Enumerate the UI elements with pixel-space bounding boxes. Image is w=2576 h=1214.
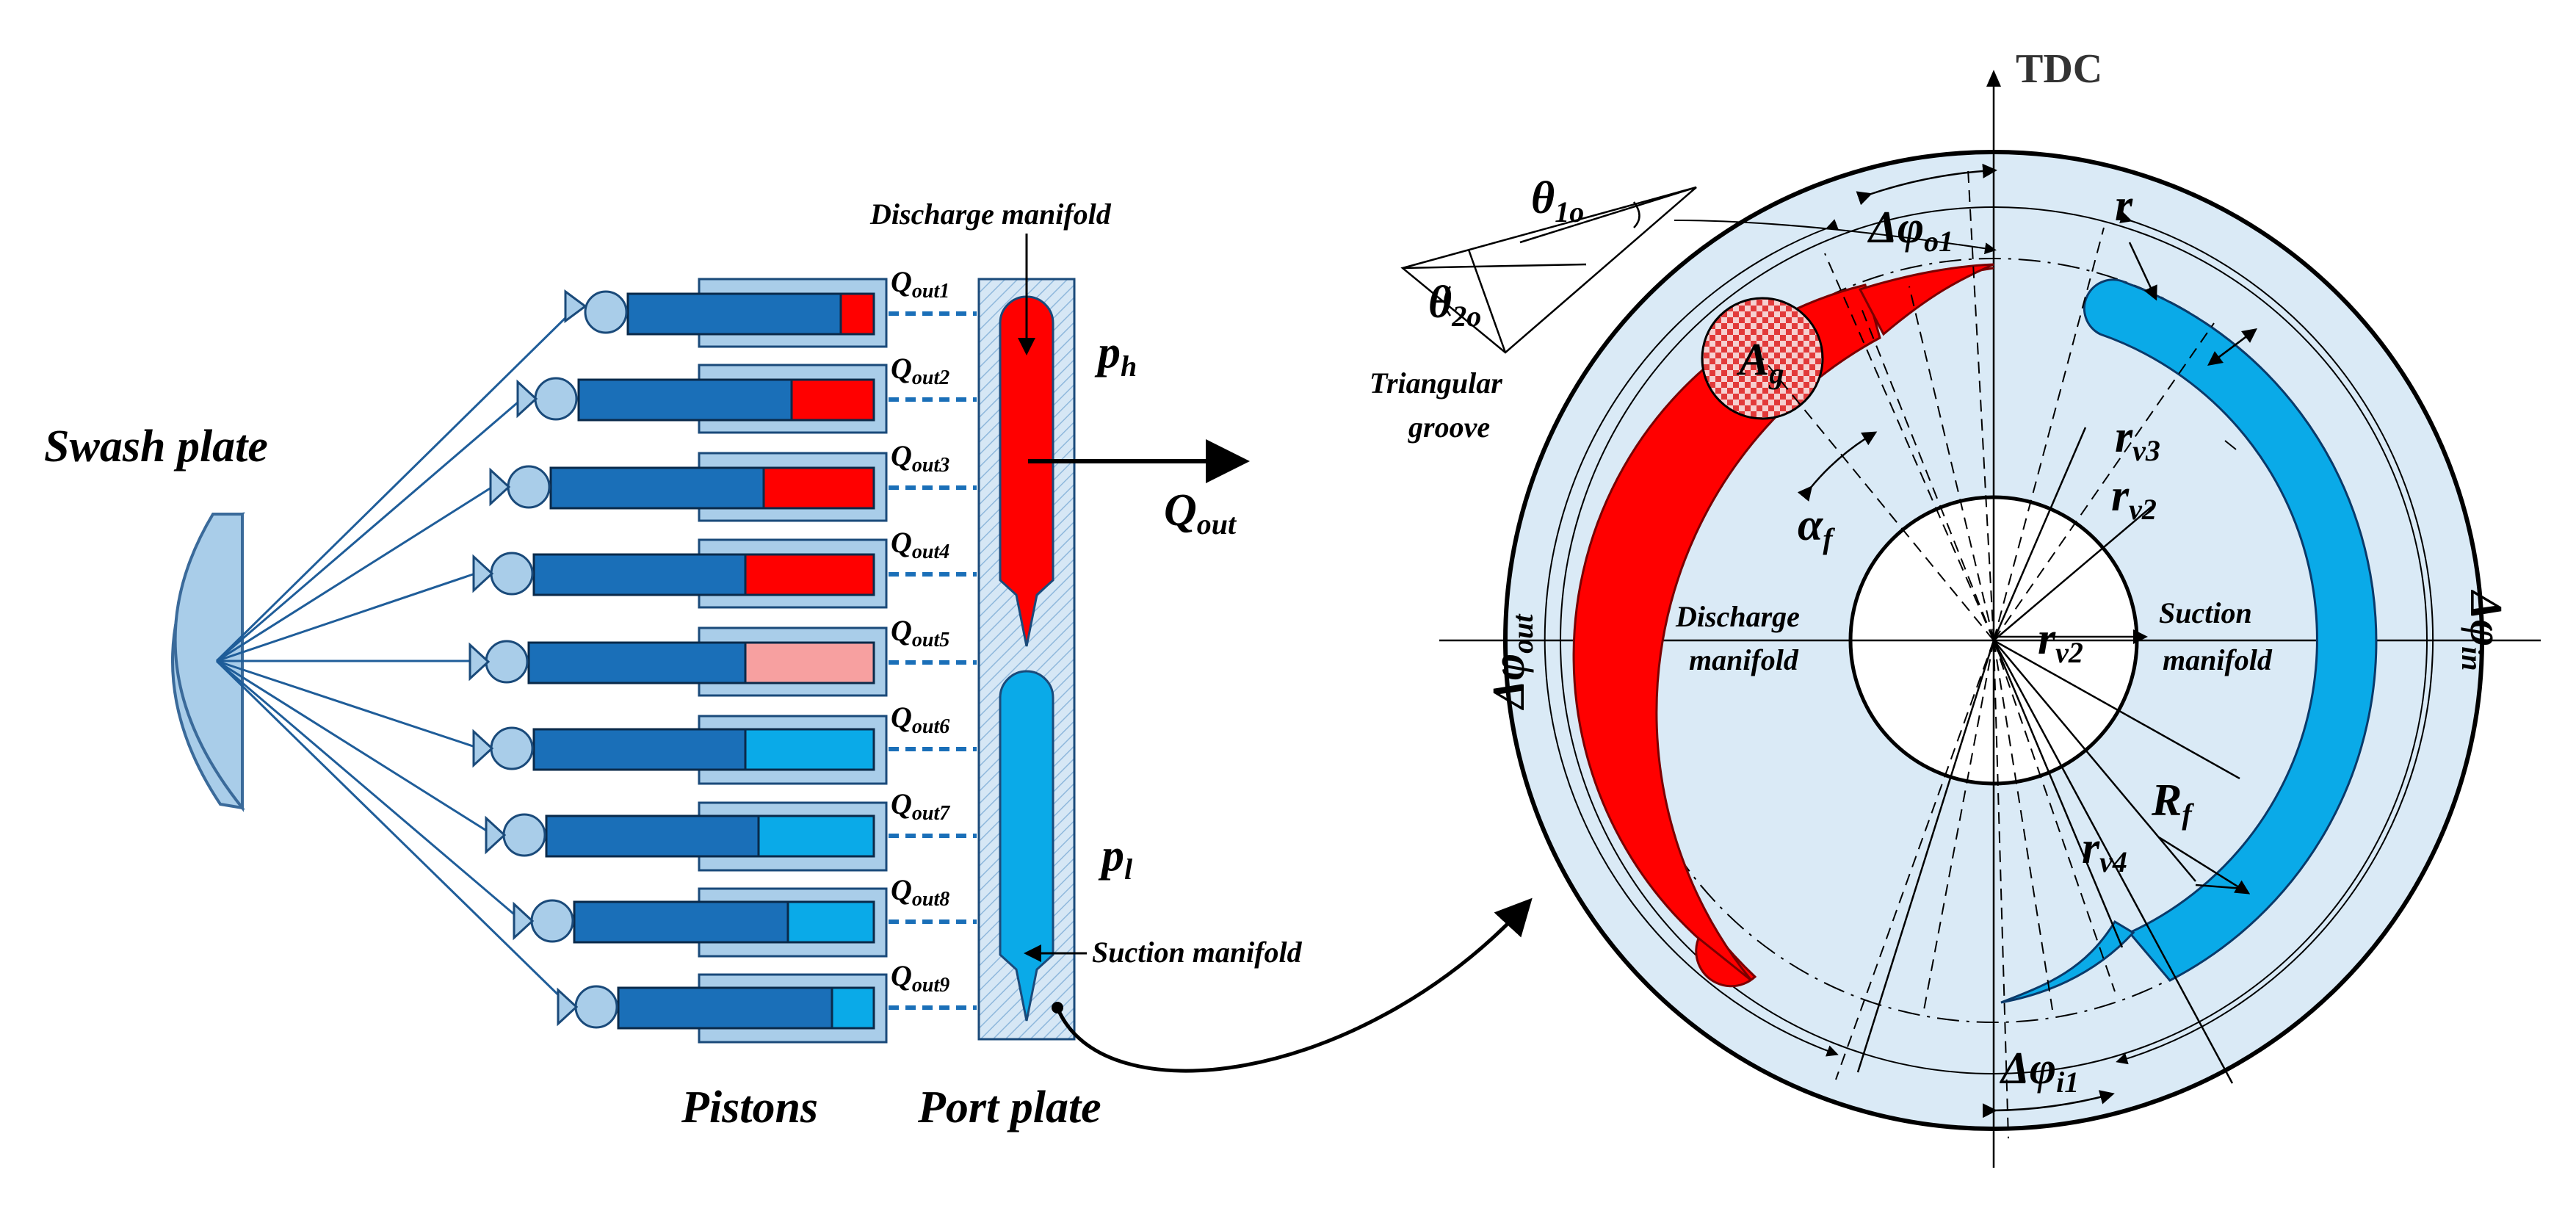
suction-label-1: Suction	[2159, 596, 2252, 629]
r-f-label: Rf	[2151, 776, 2194, 831]
piston-8	[513, 887, 888, 958]
piston-5	[468, 626, 888, 697]
radial-guides	[1762, 168, 2215, 1139]
theta1-label: θ1o	[1531, 173, 1584, 228]
r-pointer	[2128, 242, 2157, 301]
flow-lines	[889, 311, 977, 1010]
piston-6	[472, 715, 888, 785]
svg-text:Qout9: Qout9	[891, 959, 949, 997]
q-out-labels: Qout1 Qout2 Qout3 Qout4 Qout5 Qout6 Qout…	[891, 265, 950, 997]
r-v2b-label: rv2	[2038, 614, 2083, 669]
port-plate-label: Port plate	[917, 1083, 1101, 1132]
svg-text:Qout7: Qout7	[891, 787, 950, 825]
svg-text:Qout8: Qout8	[891, 873, 949, 911]
discharge-label-1: Discharge	[1675, 600, 1800, 633]
triangular-groove-label-2: groove	[1408, 411, 1490, 444]
r-label: r	[2115, 181, 2133, 231]
r-v2a-label: rv2	[2111, 471, 2157, 526]
svg-text:Qout2: Qout2	[891, 352, 949, 389]
r-width-arrow-b	[2207, 330, 2255, 366]
alpha-f-arc	[1797, 431, 1878, 502]
discharge-manifold-label: Discharge manifold	[869, 198, 1112, 231]
discharge-groove	[1858, 263, 1994, 336]
r-v4-label: rv4	[2082, 823, 2127, 878]
q-out-label: Qout	[1164, 485, 1237, 541]
svg-text:Qout1: Qout1	[891, 265, 949, 303]
r-f-arrow	[2158, 836, 2251, 895]
delta-phi-o1-arc	[1856, 163, 1997, 206]
discharge-label-2: manifold	[1689, 643, 1799, 676]
theta2-label: θ2o	[1428, 278, 1481, 333]
pistons-label: Pistons	[681, 1083, 818, 1132]
delta-phi-out-label: Δφout	[1484, 613, 1539, 711]
delta-phi-i1-arc	[1982, 1090, 2115, 1119]
svg-text:Qout3: Qout3	[891, 439, 949, 477]
tdc-arrow	[1986, 70, 2001, 87]
delta-phi-in-arc	[2116, 212, 2434, 1065]
svg-text:Qout6: Qout6	[891, 701, 949, 738]
delta-phi-out-arc	[1544, 219, 1839, 1057]
suction-label-2: manifold	[2163, 643, 2273, 676]
piston-2	[516, 364, 888, 434]
swash-plate	[171, 512, 245, 812]
triangular-groove-detail	[1400, 186, 1997, 354]
delta-phi-i1-label: Δφi1	[1999, 1044, 2079, 1099]
piston-4	[472, 538, 888, 609]
svg-text:Qout4: Qout4	[891, 526, 949, 563]
swash-plate-label: Swash plate	[44, 422, 268, 471]
discharge-kidney-body	[1572, 283, 1881, 982]
piston-1	[564, 278, 888, 348]
triangular-groove-label-1: Triangular	[1370, 366, 1502, 400]
suction-manifold-label: Suction manifold	[1092, 936, 1303, 969]
zoom-arrow	[1055, 897, 1533, 1073]
suction-kidney-body	[2083, 278, 2378, 982]
svg-text:Qout5: Qout5	[891, 614, 949, 651]
tick-mark	[2224, 440, 2237, 450]
r-v3-label: rv3	[2115, 412, 2160, 467]
delta-phi-o1-label: Δφo1	[1867, 203, 1953, 258]
piston-3	[489, 452, 888, 522]
delta-phi-in-label: Δφin	[2456, 589, 2511, 671]
a-g-circle	[1701, 297, 1824, 420]
a-g-label: Ag	[1736, 335, 1784, 390]
tdc-label: TDC	[2016, 46, 2102, 92]
connecting-rods	[215, 311, 573, 1009]
p-h-label: ph	[1094, 328, 1137, 383]
piston-9	[557, 973, 888, 1044]
p-l-label: pl	[1098, 831, 1133, 886]
port-plate	[977, 278, 1076, 1041]
piston-7	[485, 801, 888, 872]
